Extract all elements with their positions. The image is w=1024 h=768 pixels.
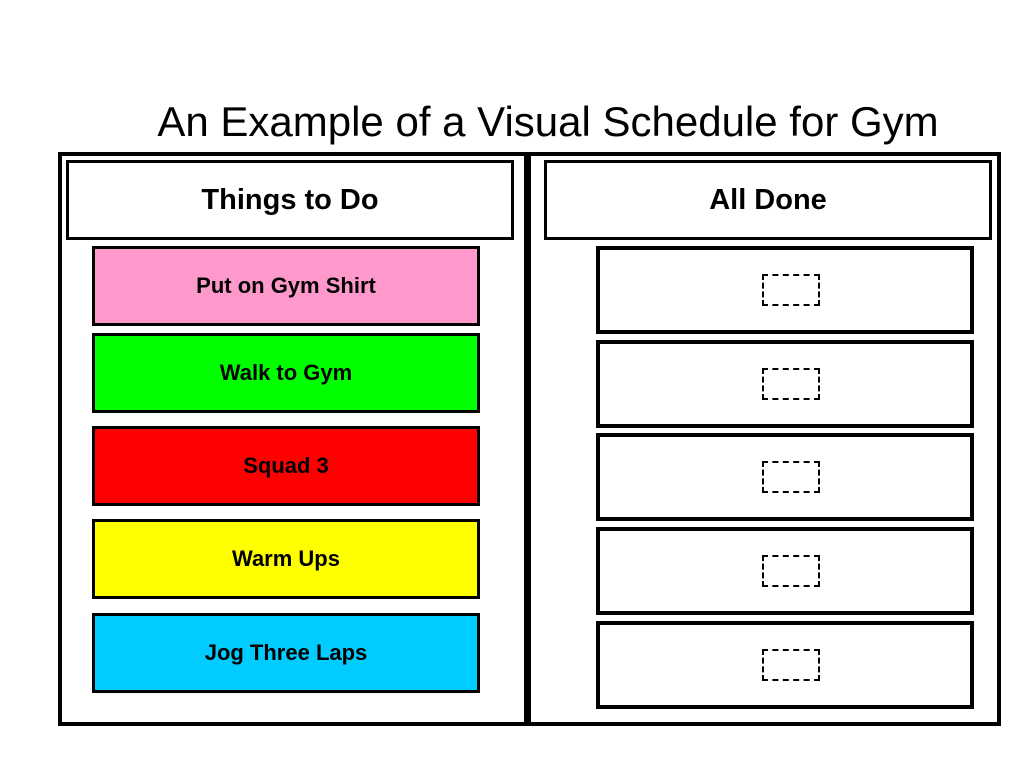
dashed-placeholder bbox=[762, 555, 820, 587]
done-slot[interactable] bbox=[596, 527, 974, 615]
page-title: An Example of a Visual Schedule for Gym bbox=[157, 98, 939, 145]
task-card-squad-3[interactable]: Squad 3 bbox=[92, 426, 480, 506]
task-card-warm-ups[interactable]: Warm Ups bbox=[92, 519, 480, 599]
done-slot[interactable] bbox=[596, 340, 974, 428]
task-card-jog-three-laps[interactable]: Jog Three Laps bbox=[92, 613, 480, 693]
done-slot[interactable] bbox=[596, 433, 974, 521]
dashed-placeholder bbox=[762, 649, 820, 681]
done-slot[interactable] bbox=[596, 246, 974, 334]
column-divider bbox=[524, 152, 531, 726]
dashed-placeholder bbox=[762, 274, 820, 306]
all-done-header: All Done bbox=[544, 160, 992, 240]
dashed-placeholder bbox=[762, 368, 820, 400]
dashed-placeholder bbox=[762, 461, 820, 493]
done-slot[interactable] bbox=[596, 621, 974, 709]
task-card-walk-to-gym[interactable]: Walk to Gym bbox=[92, 333, 480, 413]
things-to-do-header: Things to Do bbox=[66, 160, 514, 240]
task-card-put-on-gym-shirt[interactable]: Put on Gym Shirt bbox=[92, 246, 480, 326]
